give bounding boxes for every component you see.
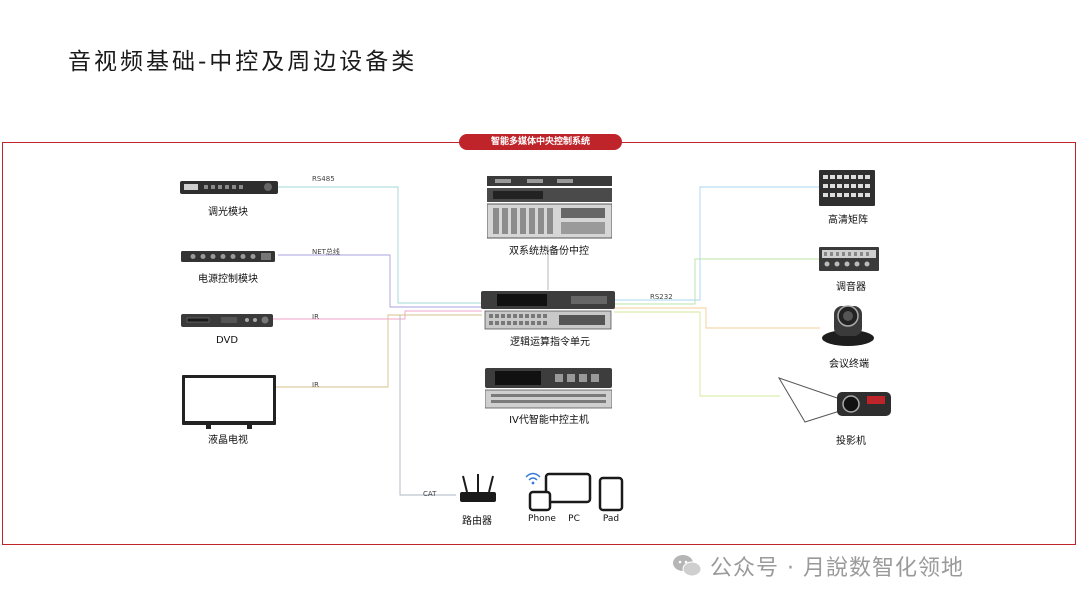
- logic-unit-icon: [481, 291, 615, 330]
- wire-ir-lcd: [276, 314, 482, 388]
- tag-ir-dvd: IR: [312, 313, 319, 321]
- watermark: 公众号 · 月說数智化领地: [672, 551, 964, 581]
- watermark-text: 公众号 · 月說数智化领地: [710, 556, 964, 581]
- wifi-icon: [525, 472, 541, 481]
- wechat-icon: [673, 555, 702, 577]
- tag-rs232: RS232: [650, 293, 673, 301]
- wire-rs485: [278, 186, 482, 304]
- wire-projector: [614, 311, 780, 397]
- dvd-player-icon: [181, 314, 273, 327]
- central-host-label: IV代智能中控主机: [509, 415, 589, 426]
- tag-rs485: RS485: [312, 175, 335, 183]
- tag-ir-lcd: IR: [312, 381, 319, 389]
- power-control-module-icon: [181, 251, 275, 262]
- lcd-tv-label: 液晶电视: [208, 435, 248, 446]
- dimmer-module-icon: [180, 181, 278, 194]
- hd-matrix-icon: [819, 170, 875, 206]
- audio-mixer-icon: [819, 247, 879, 271]
- central-host-icon: [485, 368, 612, 409]
- audio-mixer-label: 调音器: [836, 282, 866, 293]
- backup-controller-icon: [487, 176, 612, 239]
- terminals-icon: [525, 472, 624, 512]
- wire-conference: [614, 307, 820, 329]
- router-label: 路由器: [462, 516, 492, 527]
- conference-camera-icon: [822, 305, 874, 346]
- wire-mixer: [614, 258, 820, 305]
- pad-label: Pad: [602, 514, 620, 524]
- lcd-tv-icon: [182, 375, 276, 429]
- conference-terminal-label: 会议终端: [829, 359, 869, 370]
- router-icon: [460, 474, 496, 502]
- wire-net: [278, 254, 482, 308]
- power-control-module-label: 电源控制模块: [198, 274, 258, 285]
- logic-unit-label: 逻辑运算指令单元: [510, 337, 590, 348]
- tag-net-bus: NET总线: [312, 248, 340, 256]
- dimmer-module-label: 调光模块: [208, 207, 248, 218]
- projector-label: 投影机: [836, 436, 866, 447]
- pc-label: PC: [568, 514, 580, 524]
- phone-label: Phone: [528, 514, 556, 524]
- system-label-pill: 智能多媒体中央控制系统: [459, 134, 622, 150]
- projector-icon: [777, 377, 891, 423]
- hd-matrix-label: 高清矩阵: [828, 215, 868, 226]
- tag-cat: CAT: [423, 490, 437, 498]
- dvd-label: DVD: [215, 335, 239, 346]
- backup-controller-label: 双系统热备份中控: [509, 246, 589, 257]
- wire-matrix: [614, 186, 820, 301]
- page-title: 音视频基础-中控及周边设备类: [68, 49, 418, 75]
- wire-cat: [399, 315, 456, 496]
